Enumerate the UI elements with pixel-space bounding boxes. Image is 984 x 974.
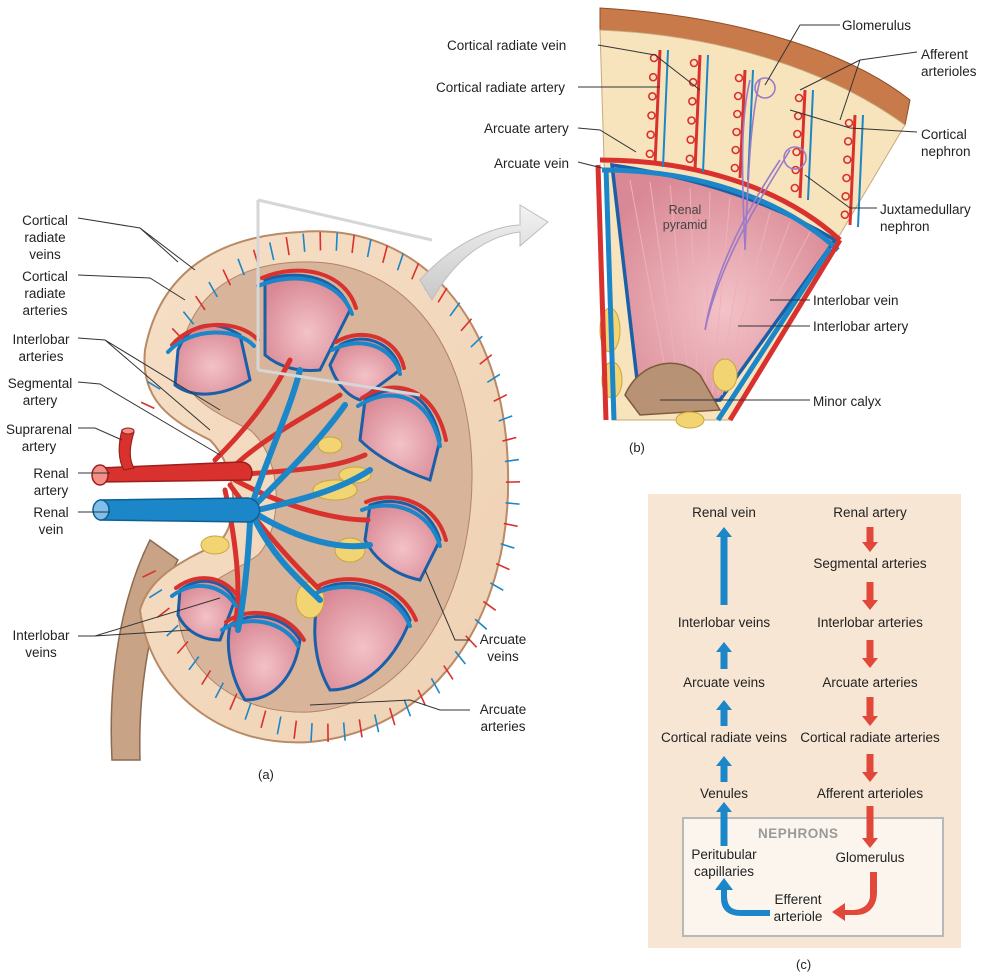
- label-glomerulus-b: Glomerulus: [842, 18, 912, 33]
- label-interlobar-vein: Interlobar vein: [813, 293, 899, 308]
- flow-vein-0: Renal vein: [692, 505, 756, 520]
- nephrons-box: [682, 817, 944, 937]
- kidney-diagram: [91, 230, 520, 761]
- panel-b-tag: (b): [629, 440, 645, 455]
- label-renal-vein: Renal vein: [33, 505, 69, 537]
- flow-efferent: Efferent arteriole: [773, 892, 823, 924]
- label-arcuate-artery: Arcuate artery: [484, 121, 569, 136]
- panel-c-tag: (c): [796, 957, 812, 972]
- flow-glomerulus: Glomerulus: [835, 850, 905, 865]
- label-arcuate-vein: Arcuate vein: [494, 156, 570, 171]
- renal-artery-vessel: [99, 461, 253, 483]
- label-segmental-artery: Segmental artery: [7, 376, 73, 408]
- flow-artery-5: Afferent arterioles: [816, 786, 924, 801]
- label-interlobar-veins: Interlobar veins: [12, 628, 70, 660]
- label-cortical-radiate-vein: Cortical radiate vein: [447, 38, 567, 53]
- flow-peritubular: Peritubular capillaries: [691, 847, 757, 879]
- label-arcuate-arteries: Arcuate arteries: [479, 702, 527, 734]
- cortex-wedge-diagram: [595, 7, 911, 429]
- label-cortical-radiate-artery: Cortical radiate artery: [436, 80, 566, 95]
- zoom-arrow-icon: [419, 204, 549, 301]
- label-afferent-arterioles: Afferent arterioles: [921, 47, 977, 79]
- label-renal-pyramid: Renal pyramid: [662, 203, 708, 232]
- label-cortical-radiate-veins: Cortical radiate veins: [22, 213, 68, 262]
- label-cortical-nephron: Cortical nephron: [921, 127, 971, 159]
- interlobar-veins-lines: [235, 367, 373, 633]
- zoom-bracket: [256, 198, 433, 397]
- label-cortical-radiate-arteries: Cortical radiate arteries: [22, 269, 68, 318]
- flowchart-panel: [648, 494, 961, 948]
- label-interlobar-artery: Interlobar artery: [813, 319, 909, 334]
- flow-vein-3: Cortical radiate veins: [660, 730, 788, 745]
- label-juxtamedullary-nephron: Juxtamedullary nephron: [880, 202, 971, 234]
- label-renal-artery: Renal artery: [33, 466, 69, 498]
- label-arcuate-veins: Arcuate veins: [479, 632, 527, 664]
- cortical-radiate-vessels: [140, 232, 520, 742]
- flow-artery-0: Renal artery: [833, 505, 907, 520]
- flow-artery-2: Interlobar arteries: [817, 615, 923, 630]
- interlobar-arteries-lines: [212, 357, 371, 628]
- flow-artery-1: Segmental arteries: [813, 556, 927, 571]
- flow-vein-1: Interlobar veins: [677, 615, 771, 630]
- flow-vein-2: Arcuate veins: [683, 675, 765, 690]
- nephrons-title: NEPHRONS: [758, 826, 839, 841]
- suprarenal-artery-vessel: [118, 429, 135, 471]
- panel-a-tag: (a): [258, 767, 274, 782]
- flow-artery-3: Arcuate arteries: [822, 675, 918, 690]
- arcuate-veins-lines: [166, 276, 442, 648]
- label-interlobar-arteries: Interlobar arteries: [12, 332, 70, 364]
- label-minor-calyx: Minor calyx: [813, 394, 882, 409]
- label-suprarenal-artery: Suprarenal artery: [5, 422, 73, 454]
- flow-vein-4: Venules: [699, 786, 749, 801]
- flow-artery-4: Cortical radiate arteries: [800, 730, 940, 745]
- renal-vein-vessel: [99, 497, 261, 523]
